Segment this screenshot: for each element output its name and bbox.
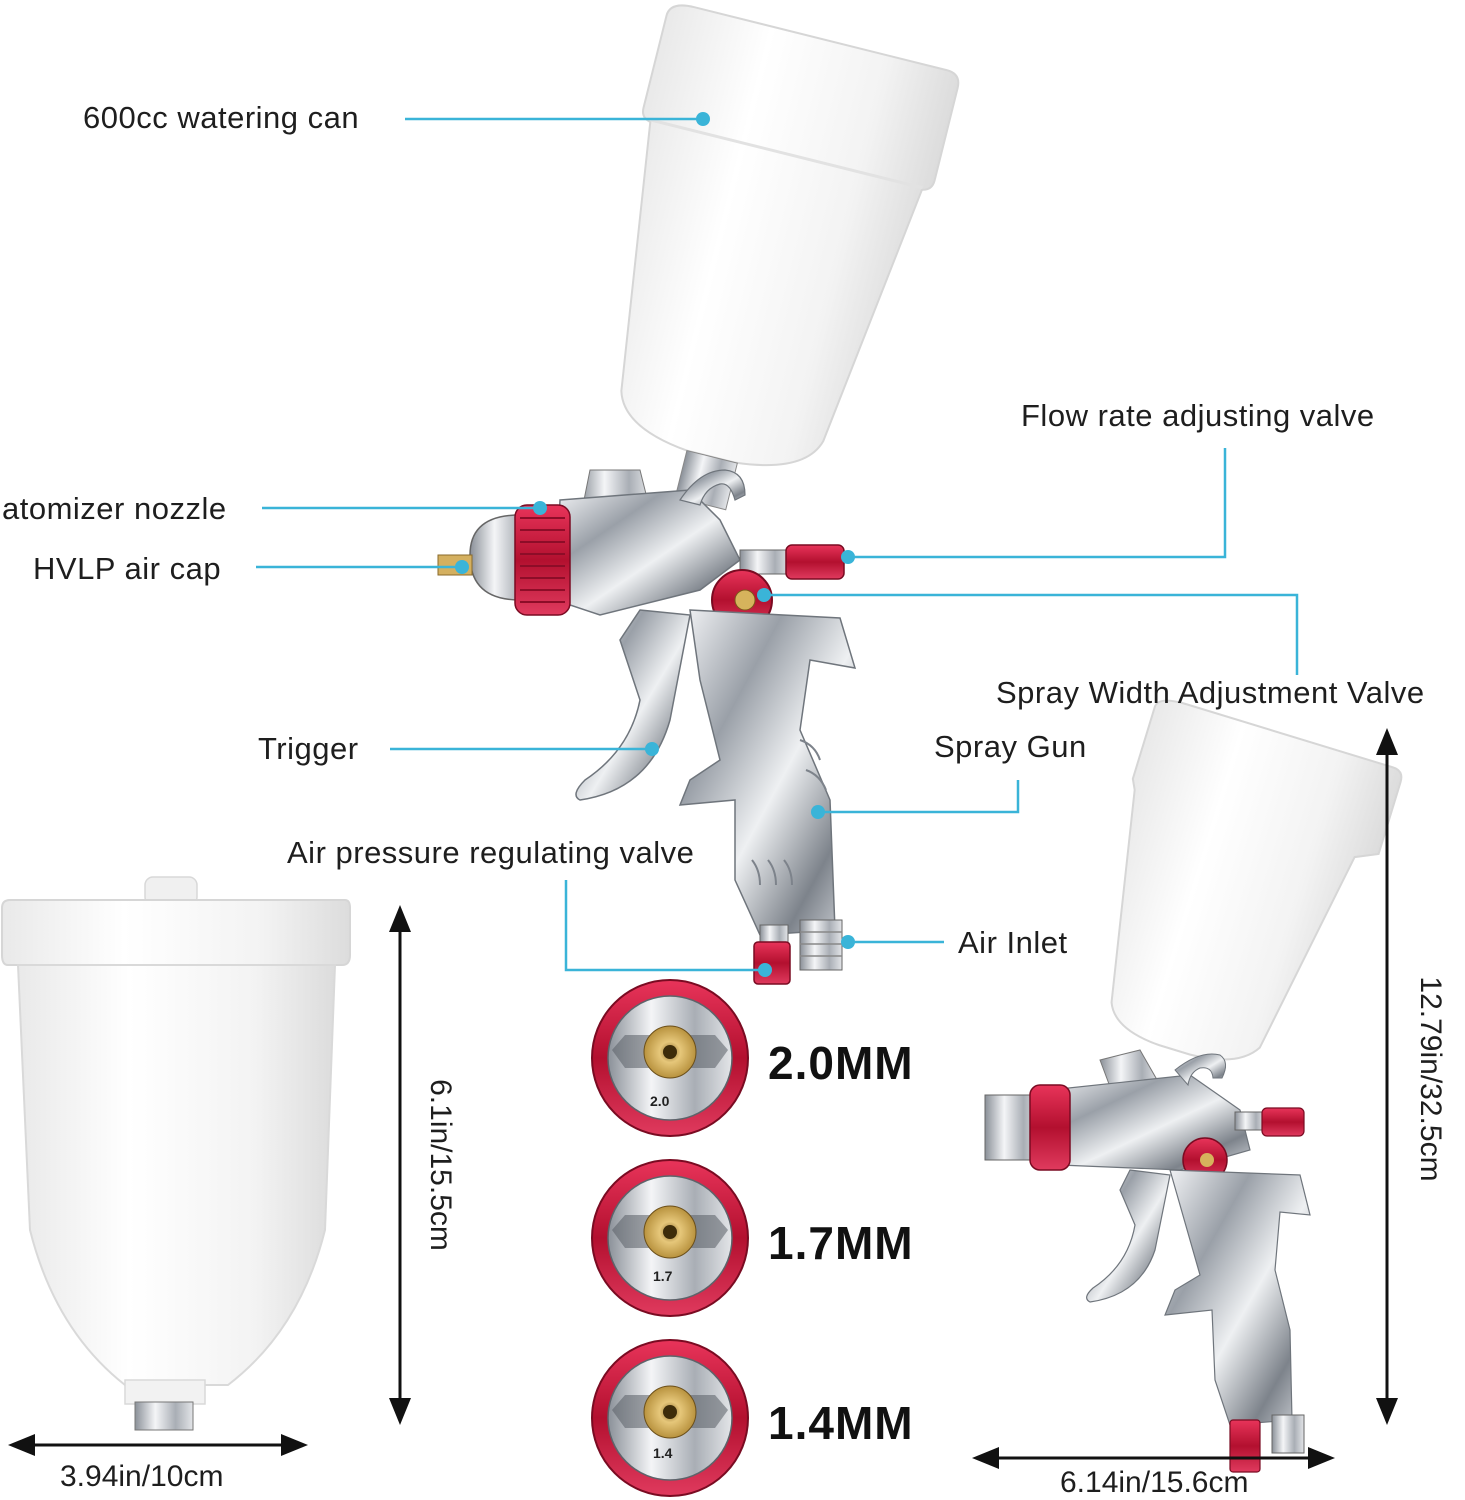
label-air-inlet: Air Inlet [958,925,1068,960]
label-flow-rate-valve: Flow rate adjusting valve [1021,398,1375,433]
dim-cup-width: 3.94in/10cm [60,1460,224,1493]
engraving-1-7: 1.7 [653,1268,673,1284]
dim-gun-height: 12.79in/32.5cm [1414,976,1447,1182]
dim-cup-height: 6.1in/15.5cm [424,1079,457,1251]
knurl-lines [520,517,565,603]
spray-gun-side-view [984,699,1403,1473]
nozzle-cap-2-0 [591,979,749,1137]
label-watering-can: 600cc watering can [83,100,360,135]
label-atomizer-nozzle: atomizer nozzle [2,491,227,526]
engraving-2-0: 2.0 [650,1093,670,1109]
nozzle-size-2-0: 2.0MM [768,1037,914,1089]
label-trigger: Trigger [258,731,359,766]
dimension-arrows [8,728,1398,1469]
nozzle-cap-1-7 [591,1159,749,1317]
callout-lines [256,117,1299,972]
grip-ridges [751,739,827,886]
engraving-1-4: 1.4 [653,1445,673,1461]
paint-cup-main [620,4,960,511]
nozzle-size-1-4: 1.4MM [768,1397,914,1449]
dim-gun-width: 6.14in/15.6cm [1060,1466,1249,1499]
label-spray-gun: Spray Gun [934,729,1087,764]
spare-cup [1,876,351,1431]
nozzle-size-1-7: 1.7MM [768,1217,914,1269]
nozzle-cap-1-4 [591,1339,749,1497]
label-air-pressure-valve: Air pressure regulating valve [287,835,695,870]
label-spray-width-valve: Spray Width Adjustment Valve [996,675,1425,710]
label-hvlp-air-cap: HVLP air cap [33,551,222,586]
callout-dots [455,112,855,977]
